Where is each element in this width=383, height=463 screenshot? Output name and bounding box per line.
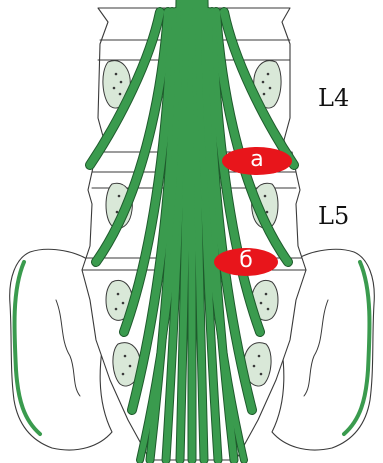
marker-a: а	[222, 147, 292, 175]
label-l5: L5	[318, 204, 349, 228]
marker-b: б	[214, 248, 278, 276]
label-l4: L4	[318, 86, 349, 110]
